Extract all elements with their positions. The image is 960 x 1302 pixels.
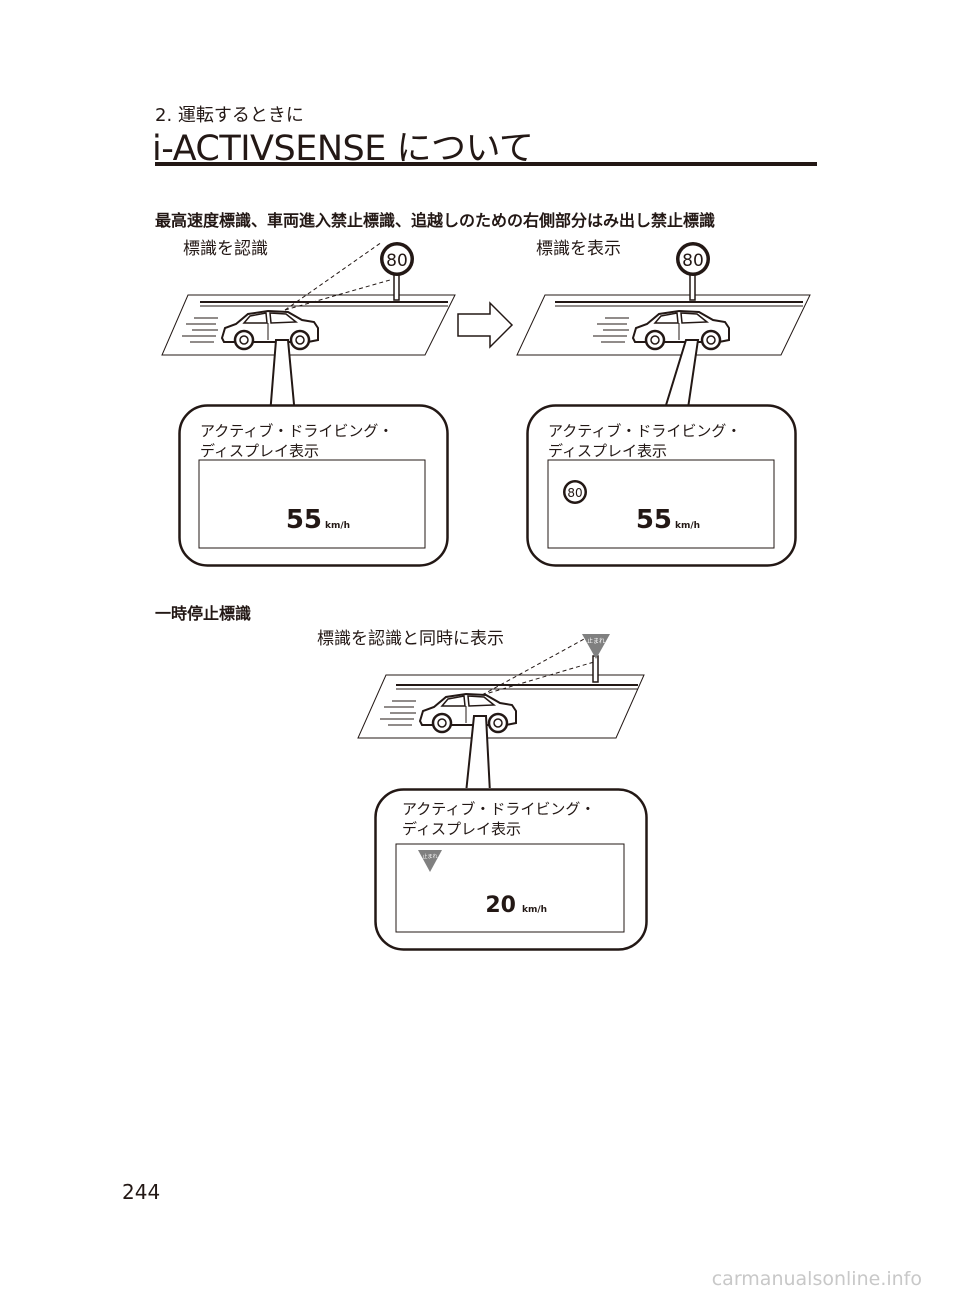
section1-left-illustration: 80: [161, 241, 456, 416]
section2-heading: 一時停止標識: [155, 604, 252, 623]
panel-title-line2: ディスプレイ表示: [548, 442, 667, 460]
panel-title-line1: アクティブ・ドライビング・: [200, 422, 393, 440]
svg-text:80: 80: [567, 486, 582, 500]
speed-limit-sign-icon: 80: [563, 480, 587, 504]
svg-text:80: 80: [386, 251, 408, 271]
section1-right-caption: 標識を表示: [536, 239, 621, 259]
section2-caption: 標識を認識と同時に表示: [317, 629, 504, 649]
svg-text:80: 80: [682, 251, 704, 271]
section1-heading: 最高速度標識、車両進入禁止標識、追越しのための右側部分はみ出し禁止標識: [155, 211, 716, 230]
speed-value: 55: [636, 505, 672, 535]
chapter-label: 2. 運転するときに: [155, 105, 304, 126]
panel-title-line2: ディスプレイ表示: [200, 442, 319, 460]
svg-text:止まれ: 止まれ: [587, 637, 605, 645]
stop-sign-icon: 止まれ: [582, 634, 610, 659]
panel-title-line1: アクティブ・ドライビング・: [402, 800, 595, 818]
title-rule: [155, 162, 817, 166]
section2-panel: アクティブ・ドライビング・ ディスプレイ表示 止まれ 20 km/h: [374, 788, 648, 951]
speed-value: 55: [286, 505, 322, 535]
panel-title-line2: ディスプレイ表示: [402, 820, 521, 838]
section1-right-panel: アクティブ・ドライビング・ ディスプレイ表示 80 55 km/h: [526, 404, 797, 567]
page-number: 244: [122, 1180, 161, 1204]
panel-title-line1: アクティブ・ドライビング・: [548, 422, 741, 440]
footer-watermark-url[interactable]: carmanualsonline.info: [711, 1268, 922, 1290]
speed-unit: km/h: [325, 521, 350, 531]
speed-limit-sign-icon: 80: [380, 242, 414, 276]
arrow-icon: [457, 301, 514, 349]
speed-unit: km/h: [675, 521, 700, 531]
speed-unit: km/h: [522, 905, 547, 915]
svg-text:止まれ: 止まれ: [422, 853, 437, 860]
section1-left-caption: 標識を認識: [183, 239, 268, 259]
section1-left-panel: アクティブ・ドライビング・ ディスプレイ表示 55 km/h: [178, 404, 449, 567]
speed-value: 20: [485, 893, 516, 918]
section2-illustration: 止まれ: [357, 634, 645, 788]
speed-limit-sign-icon: 80: [676, 242, 710, 276]
stop-sign-icon: 止まれ: [418, 850, 442, 872]
